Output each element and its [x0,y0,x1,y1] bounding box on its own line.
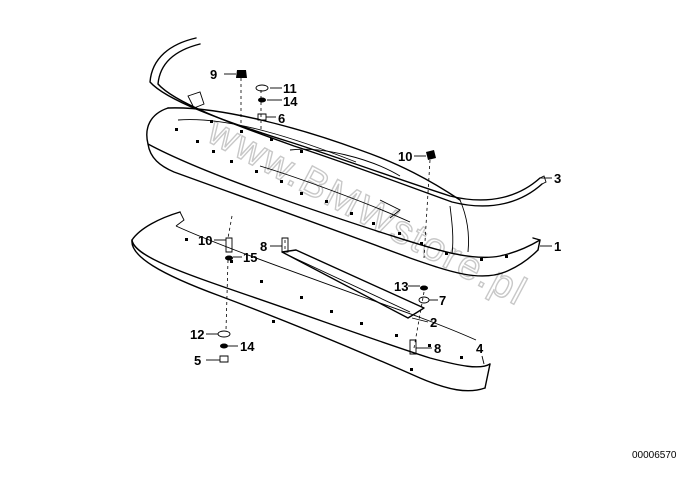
watermark-text: www.BMWstore.pl [200,109,535,315]
callout-4: 4 [476,341,484,356]
callout-8-upper: 8 [260,239,267,254]
callout-12-lower: 12 [190,327,204,342]
catalog-code: 00006570 [632,450,677,461]
callout-8-lower: 8 [434,341,441,356]
lower-lip-holes [185,238,463,371]
callout-13: 13 [394,279,408,294]
callout-6: 6 [278,111,285,126]
callout-9: 9 [210,67,217,82]
reinforcement-strip-part-2 [281,249,425,319]
callout-2: 2 [430,315,437,330]
callout-14-upper: 14 [283,94,298,109]
lower-spoiler-part-4 [131,211,491,392]
callout-12-upper: 11 [283,81,297,96]
callout-3: 3 [554,171,561,186]
callout-1: 1 [554,239,561,254]
callout-5: 5 [194,353,201,368]
seal-strip-part-3 [149,37,547,207]
callout-10: 10 [398,149,412,164]
callout-15: 15 [243,250,257,265]
callout-labels: 9 11 14 6 10 3 1 10 15 8 13 7 2 8 4 12 1… [190,67,561,368]
callout-7: 7 [439,293,446,308]
front-spoiler-part-1 [146,91,541,277]
upper-panel-holes [175,120,508,261]
assembly-lines [225,78,431,349]
callout-14-lower: 14 [240,339,255,354]
leader-lines [206,73,552,365]
callout-11: 10 [198,233,212,248]
